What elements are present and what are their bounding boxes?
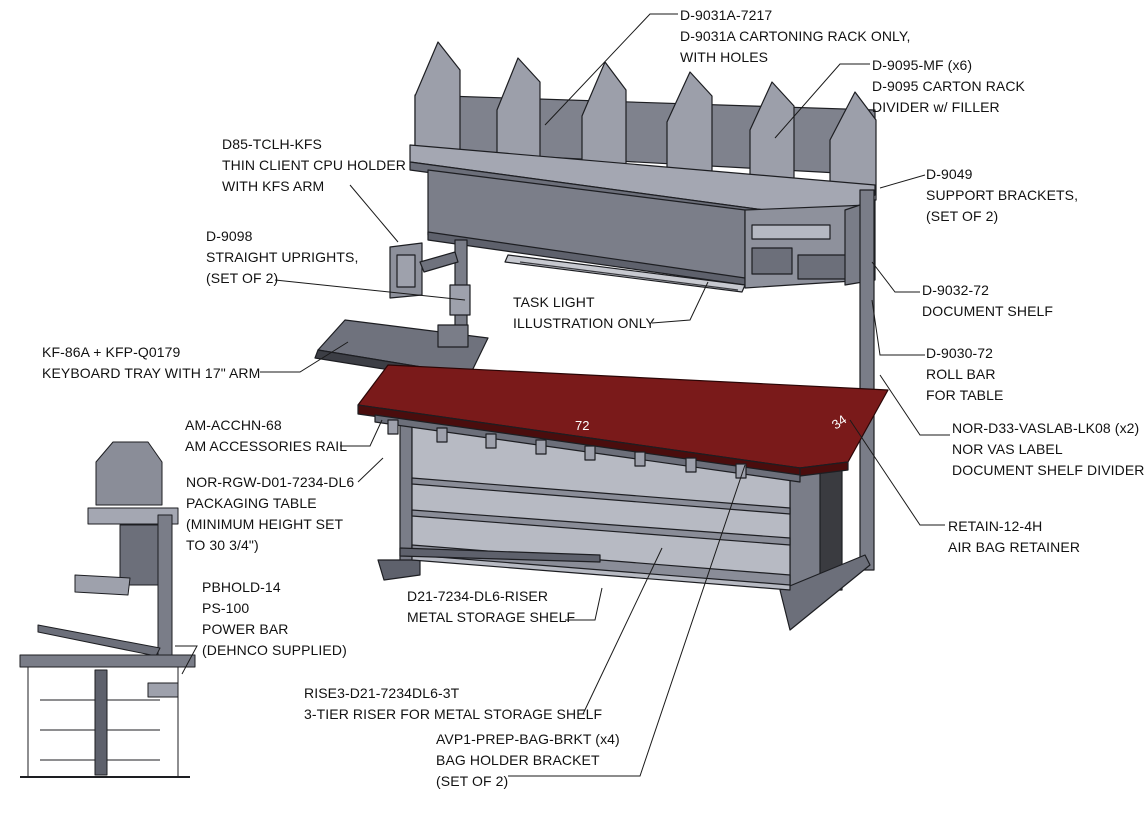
- callout-air-bag-retainer: RETAIN-12-4H AIR BAG RETAINER: [948, 516, 1080, 558]
- callout-line: D-9098: [206, 228, 253, 244]
- callout-line: KEYBOARD TRAY WITH 17" ARM: [42, 365, 261, 381]
- document-shelf: [427, 169, 876, 289]
- callout-line: AM-ACCHN-68: [185, 417, 282, 433]
- task-light: [504, 254, 746, 293]
- diagram-stage: 72 34 D-9031A-7217 D-9031A CARTONING RAC…: [19, 5, 1144, 792]
- table-depth-label: 34: [829, 412, 849, 433]
- callout-line: D-9095-MF (x6): [872, 57, 973, 73]
- callout-line: D-9032-72: [922, 282, 990, 298]
- callout-line: DIVIDER w/ FILLER: [872, 99, 1000, 115]
- callout-line: D21-7234-DL6-RISER: [407, 588, 549, 604]
- callout-accessories-rail: AM-ACCHN-68 AM ACCESSORIES RAIL: [185, 415, 347, 457]
- callout-line: (SET OF 2): [436, 773, 509, 789]
- callout-line: THIN CLIENT CPU HOLDER: [222, 157, 406, 173]
- callout-line: STRAIGHT UPRIGHTS,: [206, 249, 359, 265]
- callout-line: NOR-RGW-D01-7234-DL6: [186, 474, 355, 490]
- callout-straight-uprights: D-9098 STRAIGHT UPRIGHTS, (SET OF 2): [206, 226, 358, 289]
- callout-line: D-9095 CARTON RACK: [872, 78, 1025, 94]
- callout-line: D-9031A CARTONING RACK ONLY,: [680, 28, 911, 44]
- callout-line: SUPPORT BRACKETS,: [926, 187, 1079, 203]
- callout-line: (DEHNCO SUPPLIED): [202, 642, 347, 658]
- callout-line: 3-TIER RISER FOR METAL STORAGE SHELF: [304, 706, 603, 722]
- callout-line: NOR VAS LABEL: [952, 441, 1063, 457]
- accessories-rail: [374, 414, 801, 483]
- workstation-drawing: 72 34: [19, 13, 950, 778]
- callout-line: PBHOLD-14: [202, 579, 281, 595]
- callout-line: AM ACCESSORIES RAIL: [185, 438, 348, 454]
- callout-line: AIR BAG RETAINER: [948, 539, 1081, 555]
- callout-support-brackets: D-9049 SUPPORT BRACKETS, (SET OF 2): [926, 164, 1078, 227]
- table-width-label: 72: [575, 418, 589, 433]
- callout-line: AVP1-PREP-BAG-BRKT (x4): [436, 731, 620, 747]
- bag-holder-brackets: [387, 419, 747, 479]
- callout-line: NOR-D33-VASLAB-LK08 (x2): [952, 420, 1140, 436]
- callout-line: PS-100: [202, 600, 250, 616]
- callout-line: POWER BAR: [202, 621, 289, 637]
- callout-line: METAL STORAGE SHELF: [407, 609, 576, 625]
- callout-keyboard-tray: KF-86A + KFP-Q0179 KEYBOARD TRAY WITH 17…: [42, 342, 260, 384]
- leader-lines: [175, 13, 950, 777]
- callout-cartoning-rack: D-9031A-7217 D-9031A CARTONING RACK ONLY…: [680, 5, 911, 68]
- callout-line: D-9030-72: [926, 345, 994, 361]
- callout-line: D85-TCLH-KFS: [222, 136, 322, 152]
- callout-line: FOR TABLE: [926, 387, 1004, 403]
- callout-line: KF-86A + KFP-Q0179: [42, 344, 181, 360]
- side-view: [19, 441, 196, 778]
- callout-line: ROLL BAR: [926, 366, 996, 382]
- callout-metal-storage-shelf: D21-7234-DL6-RISER METAL STORAGE SHELF: [407, 586, 575, 628]
- callout-line: (SET OF 2): [926, 208, 999, 224]
- callout-line: (SET OF 2): [206, 270, 279, 286]
- cpu-holder: [389, 242, 471, 316]
- callout-line: WITH HOLES: [680, 49, 769, 65]
- callout-line: TO 30 3/4"): [186, 537, 259, 553]
- callout-bag-holder-bracket: AVP1-PREP-BAG-BRKT (x4) BAG HOLDER BRACK…: [436, 729, 620, 792]
- callout-line: D-9031A-7217: [680, 7, 773, 23]
- callout-line: PACKAGING TABLE: [186, 495, 317, 511]
- callout-cpu-holder: D85-TCLH-KFS THIN CLIENT CPU HOLDER WITH…: [222, 134, 406, 197]
- callout-line: TASK LIGHT: [513, 294, 595, 310]
- callout-line: RETAIN-12-4H: [948, 518, 1043, 534]
- callout-line: BAG HOLDER BRACKET: [436, 752, 600, 768]
- callout-line: (MINIMUM HEIGHT SET: [186, 516, 344, 532]
- callout-document-shelf: D-9032-72 DOCUMENT SHELF: [922, 280, 1053, 322]
- callout-task-light: TASK LIGHT ILLUSTRATION ONLY: [513, 292, 655, 334]
- callout-line: RISE3-D21-7234DL6-3T: [304, 685, 460, 701]
- callout-vas-label: NOR-D33-VASLAB-LK08 (x2) NOR VAS LABEL D…: [952, 418, 1145, 481]
- callout-riser: RISE3-D21-7234DL6-3T 3-TIER RISER FOR ME…: [304, 683, 602, 725]
- callout-packaging-table: NOR-RGW-D01-7234-DL6 PACKAGING TABLE (MI…: [186, 472, 354, 556]
- callout-power-bar: PBHOLD-14 PS-100 POWER BAR (DEHNCO SUPPL…: [202, 577, 347, 661]
- callout-line: ILLUSTRATION ONLY: [513, 315, 655, 331]
- callout-roll-bar: D-9030-72 ROLL BAR FOR TABLE: [926, 343, 1003, 406]
- callout-line: DOCUMENT SHELF: [922, 303, 1054, 319]
- callout-carton-rack-divider: D-9095-MF (x6) D-9095 CARTON RACK DIVIDE…: [872, 55, 1025, 118]
- callout-line: WITH KFS ARM: [222, 178, 325, 194]
- callout-line: D-9049: [926, 166, 973, 182]
- callout-line: DOCUMENT SHELF DIVIDER: [952, 462, 1145, 478]
